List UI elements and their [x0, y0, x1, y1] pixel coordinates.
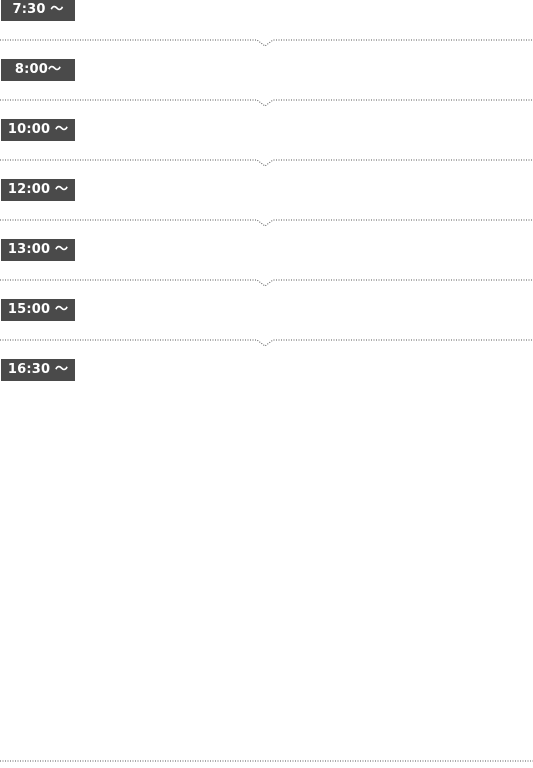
schedule-slot: 10:00 〜 — [0, 119, 533, 179]
dotted-divider — [0, 273, 533, 287]
dotted-divider — [0, 33, 533, 47]
time-badge: 12:00 〜 — [1, 179, 75, 201]
time-badge: 13:00 〜 — [1, 239, 75, 261]
time-badge: 16:30 〜 — [1, 359, 75, 381]
chevron-down-icon — [0, 159, 533, 167]
schedule-slot: 7:30 〜 — [0, 0, 533, 59]
chevron-down-icon — [0, 219, 533, 227]
time-badge: 8:00〜 — [1, 59, 75, 81]
chevron-down-icon — [0, 279, 533, 287]
schedule-slot: 16:30 〜 — [0, 359, 533, 762]
dotted-line — [0, 760, 533, 762]
chevron-down-icon — [0, 99, 533, 107]
dotted-divider — [0, 213, 533, 227]
dotted-divider — [0, 333, 533, 347]
schedule-slot: 15:00 〜 — [0, 299, 533, 359]
time-badge: 10:00 〜 — [1, 119, 75, 141]
dotted-divider — [0, 754, 533, 768]
schedule-slot: 13:00 〜 — [0, 239, 533, 299]
dotted-divider — [0, 153, 533, 167]
time-badge: 7:30 〜 — [1, 0, 75, 21]
dotted-divider — [0, 93, 533, 107]
chevron-down-icon — [0, 339, 533, 347]
schedule-slot: 12:00 〜 — [0, 179, 533, 239]
schedule-slot: 8:00〜 — [0, 59, 533, 119]
chevron-down-icon — [0, 39, 533, 47]
time-badge: 15:00 〜 — [1, 299, 75, 321]
